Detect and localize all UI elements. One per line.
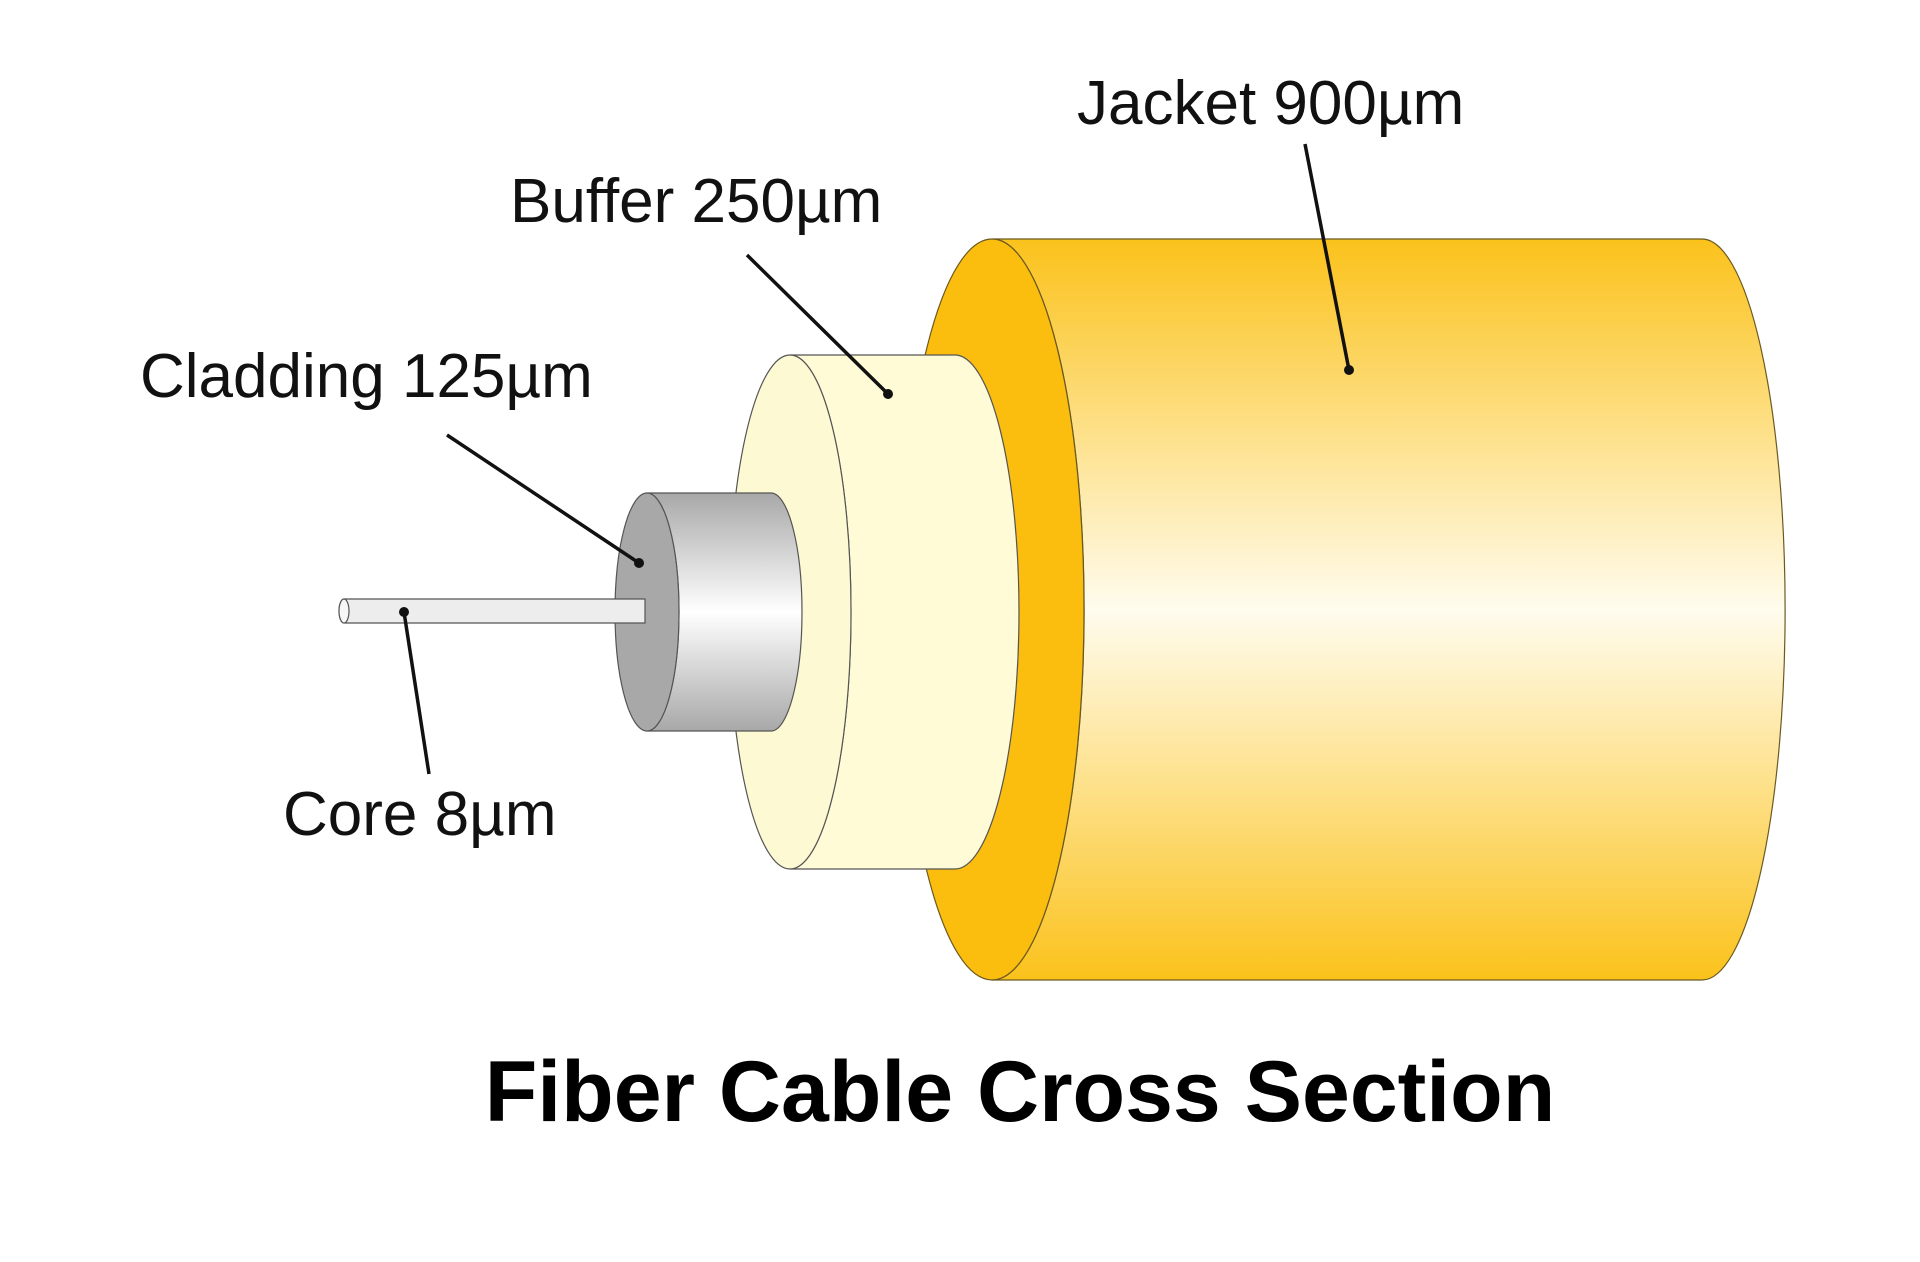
core-end: [338, 598, 350, 624]
buffer-label: Buffer 250µm: [510, 167, 882, 236]
jacket-leader-line: [1303, 143, 1351, 371]
core-leader-line: [402, 611, 431, 775]
buffer-leader-dot: [883, 389, 893, 399]
leader-lines: [399, 143, 1354, 775]
core-body: [338, 598, 646, 624]
cladding-layer: [614, 492, 803, 732]
buffer-leader-line: [745, 253, 890, 396]
cladding-leader-line: [446, 433, 640, 565]
cladding-leader-dot: [634, 558, 644, 568]
core-leader-dot: [399, 607, 409, 617]
jacket-label: Jacket 900µm: [1077, 69, 1464, 138]
jacket-leader-dot: [1344, 365, 1354, 375]
jacket-layer: [899, 238, 1786, 981]
jacket-body: [991, 238, 1786, 981]
cladding-label: Cladding 125µm: [140, 342, 593, 411]
core-label: Core 8µm: [283, 780, 556, 849]
diagram-title: Fiber Cable Cross Section: [485, 1044, 1556, 1140]
core-layer: [338, 598, 646, 624]
